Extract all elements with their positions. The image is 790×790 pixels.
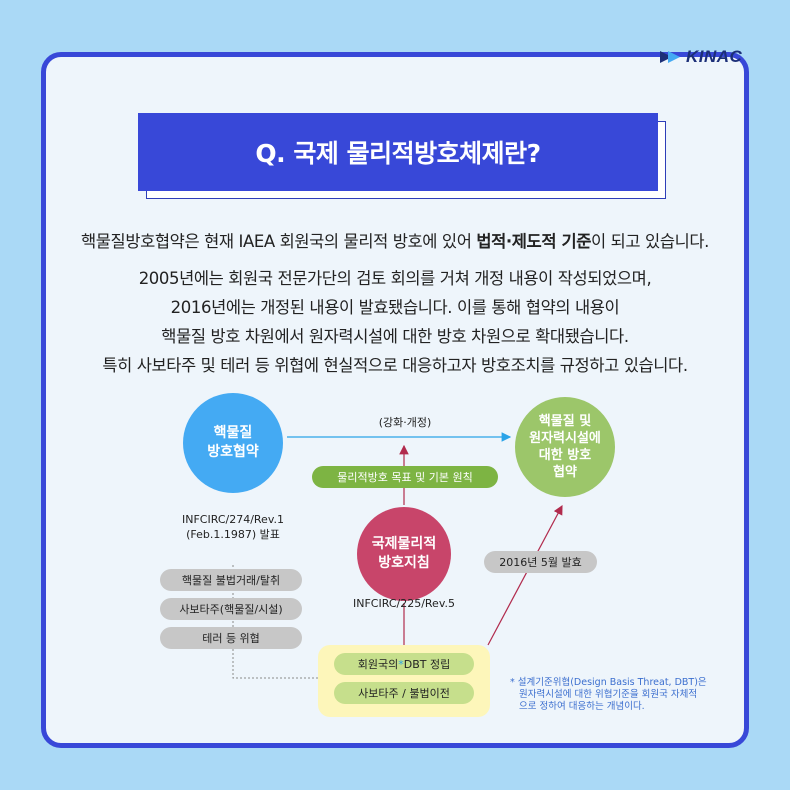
body-line: 핵물질 방호 차원에서 원자력시설에 대한 방호 차원으로 확대됐습니다. [161, 327, 629, 346]
threat-pill: 핵물질 불법거래/탈취 [160, 569, 302, 591]
body-line: 특히 사보타주 및 테러 등 위협에 현실적으로 대응하고자 방호조치를 규정하… [102, 356, 688, 375]
guideline-line1: 국제물리적 [371, 536, 437, 552]
dbt-footnote: * 설계기준위협(Design Basis Threat, DBT)은 원자력시… [510, 677, 740, 713]
guideline-circle: 국제물리적 방호지침 [357, 507, 451, 601]
body-line: 2005년에는 회원국 전문가단의 검토 회의를 거쳐 개정 내용이 작성되었으… [138, 269, 652, 288]
body-line: 2016년에는 개정된 내용이 발효됐습니다. 이를 통해 협약의 내용이 [170, 298, 620, 317]
footnote-line1: * 설계기준위협(Design Basis Threat, DBT)은 [510, 677, 707, 688]
convention-circle: 핵물질 방호협약 [183, 393, 283, 493]
dbt-after: DBT 정립 [403, 658, 451, 671]
convention-line2: 방호협약 [207, 444, 259, 460]
title-banner: Q. 국제 물리적방호체제란? [138, 113, 658, 191]
target-line3: 대한 방호 [538, 448, 592, 463]
threat-pill: 사보타주(핵물질/시설) [160, 598, 302, 620]
convention-ref-line1: INFCIRC/274/Rev.1 [182, 513, 284, 526]
footnote-line3: 으로 정하여 대응하는 개념이다. [519, 701, 645, 712]
intro-before: 핵물질방호협약은 현재 IAEA 회원국의 물리적 방호에 있어 [80, 232, 477, 251]
dbt-mark: * [398, 657, 404, 671]
target-circle: 핵물질 및 원자력시설에 대한 방호 협약 [515, 397, 615, 497]
intro-after: 이 되고 있습니다. [591, 232, 710, 251]
dbt-before: 회원국의 [357, 658, 399, 671]
logo-text: KINAC [686, 47, 743, 66]
threat-pill: 테러 등 위협 [160, 627, 302, 649]
objectives-pill: 물리적방호 목표 및 기본 원칙 [312, 466, 498, 488]
kinac-logo: KINAC [658, 44, 758, 70]
guideline-line2: 방호지침 [378, 555, 430, 571]
convention-ref: INFCIRC/274/Rev.1 (Feb.1.1987) 발표 [168, 512, 298, 542]
target-line2: 원자력시설에 [529, 431, 601, 446]
convention-ref-line2: (Feb.1.1987) 발표 [186, 528, 280, 541]
page-title: Q. 국제 물리적방호체제란? [255, 139, 541, 168]
sabotage-pill: 사보타주 / 불법이전 [334, 682, 474, 704]
convention-line1: 핵물질 [213, 425, 253, 441]
arrow-label: (강화·개정) [378, 416, 432, 429]
target-line1: 핵물질 및 [538, 414, 592, 429]
guideline-ref: INFCIRC/225/Rev.5 [353, 597, 455, 610]
body-paragraph: 2005년에는 회원국 전문가단의 검토 회의를 거쳐 개정 내용이 작성되었으… [50, 264, 740, 380]
intro-bold: 법적·제도적 기준 [476, 232, 592, 251]
footnote-line2: 원자력시설에 대한 위협기준을 회원국 자체적 [519, 689, 698, 700]
intro-paragraph: 핵물질방호협약은 현재 IAEA 회원국의 물리적 방호에 있어 법적·제도적 … [50, 228, 740, 252]
effective-pill: 2016년 5월 발효 [484, 551, 597, 573]
logo-mark-icon [660, 51, 680, 63]
dbt-pill: 회원국의 *DBT 정립 [334, 653, 474, 675]
target-line4: 협약 [553, 465, 577, 480]
